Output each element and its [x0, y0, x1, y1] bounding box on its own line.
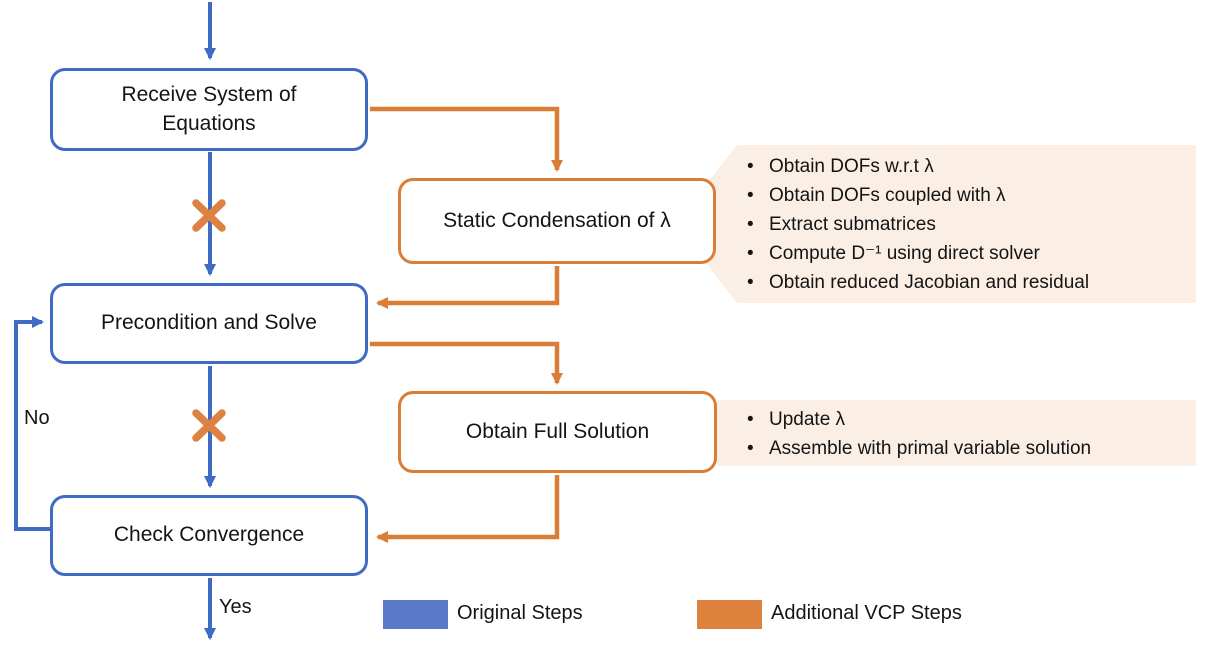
- arrow-no-loopback: [14, 316, 52, 531]
- legend-swatch-original-steps: [383, 600, 448, 629]
- bullet-text: Obtain DOFs coupled with λ: [769, 185, 1006, 206]
- bullet-icon: •: [747, 438, 754, 459]
- list-item: • Update λ: [747, 405, 1188, 434]
- list-item: • Obtain DOFs coupled with λ: [747, 181, 1188, 210]
- bullet-text: Obtain DOFs w.r.t λ: [769, 156, 934, 177]
- bullet-text: Update λ: [769, 409, 846, 430]
- node-static-condensation: Static Condensation of λ: [398, 178, 716, 264]
- node-check-convergence: Check Convergence: [50, 495, 368, 576]
- list-item: • Assemble with primal variable solution: [747, 434, 1188, 463]
- legend-swatch-additional-vcp-steps: [697, 600, 762, 629]
- list-item: • Obtain DOFs w.r.t λ: [747, 152, 1188, 181]
- node-obtain-full-solution: Obtain Full Solution: [398, 391, 717, 473]
- list-item: • Obtain reduced Jacobian and residual: [747, 268, 1188, 297]
- legend-label-additional-vcp-steps: Additional VCP Steps: [771, 602, 962, 624]
- node-precondition-and-solve: Precondition and Solve: [50, 283, 368, 364]
- x-mark-skip-1: [192, 199, 226, 232]
- bullet-text: Compute D⁻¹ using direct solver: [769, 243, 1040, 264]
- node-receive-system-of-equations: Receive System of Equations: [50, 68, 368, 151]
- list-item: • Extract submatrices: [747, 210, 1188, 239]
- annotation-full-solution: • Update λ • Assemble with primal variable…: [703, 400, 1196, 466]
- annotation-bullet-list: • Obtain DOFs w.r.t λ • Obtain DOFs couple…: [703, 145, 1196, 297]
- list-item: • Compute D⁻¹ using direct solver: [747, 239, 1188, 268]
- bullet-icon: •: [747, 409, 754, 430]
- arrow-precondition-to-obtain: [370, 341, 563, 385]
- bullet-icon: •: [747, 243, 754, 264]
- arrow-static-to-precondition: [376, 266, 560, 309]
- annotation-static-condensation: • Obtain DOFs w.r.t λ • Obtain DOFs couple…: [703, 145, 1196, 303]
- arrow-receive-to-static: [370, 106, 563, 172]
- annotation-bullet-list: • Update λ • Assemble with primal variable…: [703, 400, 1196, 463]
- legend-label-original-steps: Original Steps: [457, 602, 583, 624]
- edge-label-no: No: [24, 407, 50, 429]
- bullet-text: Obtain reduced Jacobian and residual: [769, 272, 1090, 293]
- bullet-text: Assemble with primal variable solution: [769, 438, 1092, 459]
- bullet-icon: •: [747, 214, 754, 235]
- x-mark-skip-2: [192, 409, 226, 442]
- bullet-icon: •: [747, 272, 754, 293]
- arrow-obtain-to-check: [376, 475, 560, 543]
- bullet-text: Extract submatrices: [769, 214, 936, 235]
- bullet-icon: •: [747, 185, 754, 206]
- bullet-icon: •: [747, 156, 754, 177]
- edge-label-yes: Yes: [219, 596, 252, 618]
